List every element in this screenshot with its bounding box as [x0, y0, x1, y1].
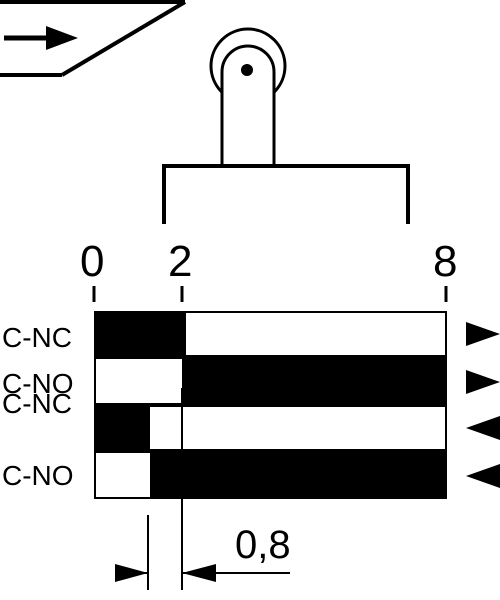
- scale-label-0: 0: [80, 237, 104, 286]
- row-label: C-NO: [2, 368, 74, 399]
- contact-row-2: C-NO: [2, 357, 500, 405]
- contact-row-3: C-NC: [2, 388, 500, 451]
- contact-closed-bar: [95, 406, 150, 450]
- row-label: C-NC: [2, 388, 72, 419]
- contact-row-4: C-NO: [2, 451, 500, 499]
- hysteresis-label: 0,8: [235, 523, 291, 567]
- contact-row-1: C-NC: [2, 311, 500, 357]
- roller-lever-icon: [209, 27, 287, 164]
- direction-arrow-icon: [466, 370, 500, 394]
- row-label: C-NC: [2, 322, 72, 353]
- scale-ticks: [92, 286, 448, 302]
- direction-arrow-icon: [466, 416, 500, 440]
- cam-ramp: [0, 0, 187, 77]
- hysteresis-dimension: 0,8: [115, 388, 291, 590]
- contact-closed-bar: [182, 358, 447, 404]
- scale-label-8: 8: [433, 237, 457, 286]
- direction-arrow-icon: [466, 464, 500, 488]
- contact-closed-bar: [150, 452, 447, 498]
- row-label: C-NO: [2, 460, 74, 491]
- direction-arrow-icon: [466, 322, 500, 346]
- contact-closed-bar: [95, 312, 186, 356]
- scale-label-2: 2: [168, 237, 192, 286]
- switch-body-outline: [162, 164, 410, 224]
- actuation-arrow-icon: [4, 26, 78, 50]
